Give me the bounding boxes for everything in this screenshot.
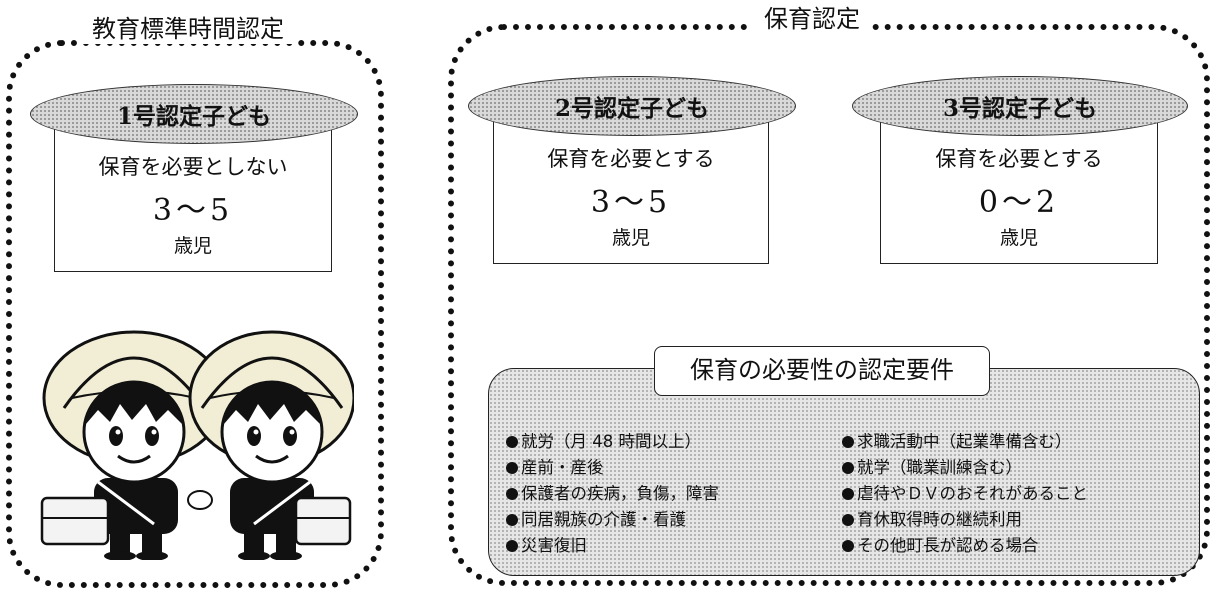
requirement-text: 虐待やＤＶのおそれがあること [857, 484, 1088, 503]
requirement-item: 育休取得時の継続利用 [842, 507, 1088, 533]
type2-age-unit: 歳児 [611, 227, 650, 249]
bullet-icon [506, 462, 518, 474]
type3-age-unit: 歳児 [999, 227, 1038, 249]
bullet-icon [506, 488, 518, 500]
requirement-text: 育休取得時の継続利用 [857, 510, 1022, 529]
bullet-icon [842, 462, 854, 474]
type3-label-oval: 3号認定子ども [852, 76, 1188, 136]
type2-certification-box: 保育を必要とする 3～5 歳児 [493, 98, 769, 264]
requirement-item: 求職活動中（起業準備含む） [842, 429, 1088, 455]
child-right [188, 330, 354, 560]
bullet-icon [842, 540, 854, 552]
type2-need: 保育を必要とする [547, 147, 715, 171]
requirement-item: 同居親族の介護・看護 [506, 507, 719, 533]
requirement-text: 保護者の疾病，負傷，障害 [521, 484, 719, 503]
requirement-text: 就学（職業訓練含む） [857, 458, 1022, 477]
type1-label: 1号認定子ども [116, 103, 271, 130]
requirements-title: 保育の必要性の認定要件 [654, 346, 990, 396]
education-certification-title: 教育標準時間認定 [80, 14, 296, 44]
requirement-text: 産前・産後 [521, 458, 604, 477]
requirement-item: 虐待やＤＶのおそれがあること [842, 481, 1088, 507]
type1-age-unit: 歳児 [173, 235, 212, 257]
requirement-text: 求職活動中（起業準備含む） [857, 432, 1072, 451]
child-left [40, 330, 226, 560]
requirement-item: 就学（職業訓練含む） [842, 455, 1088, 481]
requirement-text: 災害復旧 [521, 536, 587, 555]
requirement-item: 産前・産後 [506, 455, 719, 481]
requirement-item: 保護者の疾病，負傷，障害 [506, 481, 719, 507]
requirement-item: 災害復旧 [506, 533, 719, 559]
kindergarten-children-illustration [40, 330, 354, 560]
bullet-icon [842, 514, 854, 526]
type3-label: 3号認定子ども [942, 95, 1097, 122]
type3-need: 保育を必要とする [935, 147, 1103, 171]
requirement-item: その他町長が認める場合 [842, 533, 1088, 559]
type2-label-oval: 2号認定子ども [468, 76, 796, 136]
bullet-icon [842, 436, 854, 448]
bullet-icon [506, 436, 518, 448]
requirement-text: 就労（月 48 時間以上） [521, 432, 701, 451]
type1-need: 保育を必要としない [98, 155, 288, 179]
type3-age-range: 0～2 [978, 185, 1060, 220]
bullet-icon [842, 488, 854, 500]
requirements-list-left: 就労（月 48 時間以上） 産前・産後 保護者の疾病，負傷，障害 同居親族の介護… [506, 429, 719, 559]
type2-label: 2号認定子ども [554, 95, 709, 122]
bullet-icon [506, 514, 518, 526]
requirement-text: 同居親族の介護・看護 [521, 510, 686, 529]
type2-age-range: 3～5 [590, 185, 672, 220]
childcare-certification-title: 保育認定 [752, 4, 872, 34]
type1-label-oval: 1号認定子ども [30, 84, 358, 144]
requirement-text: その他町長が認める場合 [857, 536, 1039, 555]
type1-age-range: 3～5 [152, 193, 234, 228]
bullet-icon [506, 540, 518, 552]
requirements-list-right: 求職活動中（起業準備含む） 就学（職業訓練含む） 虐待やＤＶのおそれがあること … [842, 429, 1088, 559]
requirement-item: 就労（月 48 時間以上） [506, 429, 719, 455]
